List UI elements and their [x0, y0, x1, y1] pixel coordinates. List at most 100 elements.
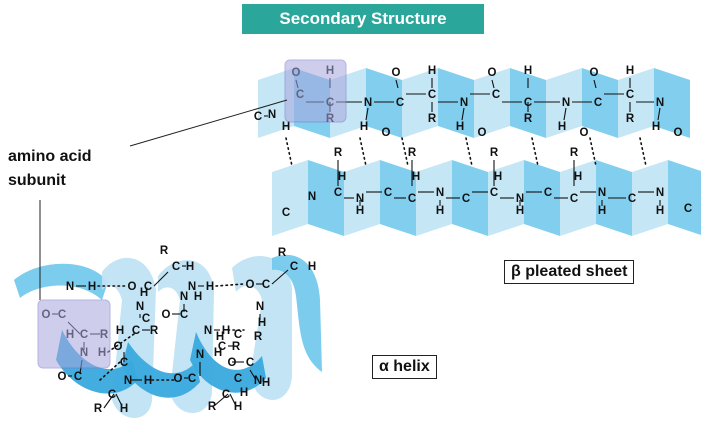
- covalent-bond: [657, 107, 661, 121]
- atom-label: H: [574, 171, 582, 183]
- atom-label: H: [516, 205, 524, 217]
- ribbon-segment: [272, 160, 308, 236]
- atom-label: C: [594, 97, 602, 109]
- hydrogen-bond: [99, 361, 121, 381]
- atom-label: C: [172, 261, 180, 273]
- ribbon-segment: [632, 160, 668, 236]
- atom-label: N: [436, 187, 444, 199]
- atom-label: N: [124, 375, 132, 387]
- hydrogen-bond: [107, 333, 135, 353]
- ribbon-segment: [618, 68, 654, 138]
- atom-label: C: [334, 187, 342, 199]
- atom-label: O: [590, 67, 599, 79]
- atom-label: H: [222, 325, 230, 337]
- atom-label: N: [516, 193, 524, 205]
- atom-label: R: [334, 147, 343, 159]
- atom-label: R: [570, 147, 579, 159]
- ribbon-segment: [344, 160, 380, 236]
- atom-label: H: [116, 325, 124, 337]
- atom-label: N: [308, 191, 316, 203]
- atom-label: R: [626, 113, 635, 125]
- atom-label: N: [254, 375, 262, 387]
- atom-label: C: [188, 373, 196, 385]
- atom-label: O: [246, 279, 255, 291]
- alpha-amino-acid-highlight: [37, 299, 111, 369]
- atom-label: O: [162, 309, 171, 321]
- atom-label: R: [278, 247, 287, 259]
- atom-label: C: [462, 193, 470, 205]
- ribbon-segment: [668, 160, 701, 235]
- atom-label: R: [408, 147, 417, 159]
- atom-label: H: [428, 65, 436, 77]
- atom-label: C: [544, 187, 552, 199]
- atom-label: H: [412, 171, 420, 183]
- page-title: Secondary Structure: [242, 4, 484, 34]
- atom-label: R: [232, 341, 241, 353]
- covalent-bond: [153, 271, 169, 287]
- covalent-bond: [115, 393, 123, 407]
- atom-label: N: [196, 349, 204, 361]
- atom-label: O: [382, 127, 391, 139]
- atom-label: C: [142, 313, 150, 325]
- atom-label: O: [478, 127, 487, 139]
- covalent-bond: [229, 393, 237, 407]
- atom-label: N: [656, 187, 664, 199]
- helix-front-band: [56, 330, 138, 394]
- ribbon-segment: [582, 68, 618, 138]
- atom-label: H: [436, 205, 444, 217]
- atom-label: C: [492, 89, 500, 101]
- atom-label: H: [456, 121, 464, 133]
- covalent-bond: [491, 79, 495, 89]
- hydrogen-bond: [401, 137, 409, 167]
- atom-label: H: [338, 171, 346, 183]
- atom-label: H: [524, 65, 532, 77]
- covalent-bond: [461, 107, 465, 121]
- atom-label: H: [258, 317, 266, 329]
- atom-label: C: [234, 329, 242, 341]
- leader-line-beta: [129, 99, 288, 147]
- atom-label: H: [558, 121, 566, 133]
- ribbon-segment: [402, 68, 438, 138]
- atom-label: H: [88, 281, 96, 293]
- atom-label: N: [356, 193, 364, 205]
- atom-label: C: [246, 357, 254, 369]
- ribbon-segment: [524, 160, 560, 236]
- atom-label: H: [216, 331, 224, 343]
- helix-back-band: [14, 263, 108, 300]
- atom-label: O: [674, 127, 683, 139]
- atom-label: H: [240, 387, 248, 399]
- atom-label: H: [356, 205, 364, 217]
- atom-label: H: [360, 121, 368, 133]
- ribbon-segment: [560, 160, 596, 236]
- atom-label: O: [488, 67, 497, 79]
- atom-label: N: [460, 97, 468, 109]
- helix-end-band: [272, 254, 322, 372]
- atom-label: C: [428, 89, 436, 101]
- atom-label: H: [120, 403, 128, 415]
- covalent-bond: [249, 369, 257, 381]
- atom-label: C: [254, 111, 262, 123]
- atom-label: N: [204, 325, 212, 337]
- ribbon-segment: [366, 68, 402, 138]
- beta-amino-acid-highlight: [284, 59, 347, 123]
- ribbon-segment: [452, 160, 488, 236]
- covalent-bond: [103, 393, 115, 409]
- atom-label: N: [268, 109, 276, 121]
- atom-label: H: [214, 347, 222, 359]
- atom-label: C: [180, 309, 188, 321]
- atom-label: N: [66, 281, 74, 293]
- hydrogen-bond: [531, 137, 539, 167]
- atom-label: C: [626, 89, 634, 101]
- atom-label: O: [114, 341, 123, 353]
- atom-label: H: [626, 65, 634, 77]
- atom-label: C: [570, 193, 578, 205]
- beta-sheet-atoms: CNCOCHRNHOCOCHRNHOCOCHRNHOCOCHRNHOHCNCRH…: [254, 65, 692, 219]
- ribbon-segment: [438, 68, 474, 138]
- atom-label: N: [188, 281, 196, 293]
- atom-label: O: [580, 127, 589, 139]
- atom-label: H: [652, 121, 660, 133]
- atom-label: R: [208, 401, 217, 413]
- atom-label: H: [494, 171, 502, 183]
- atom-label: H: [656, 205, 664, 217]
